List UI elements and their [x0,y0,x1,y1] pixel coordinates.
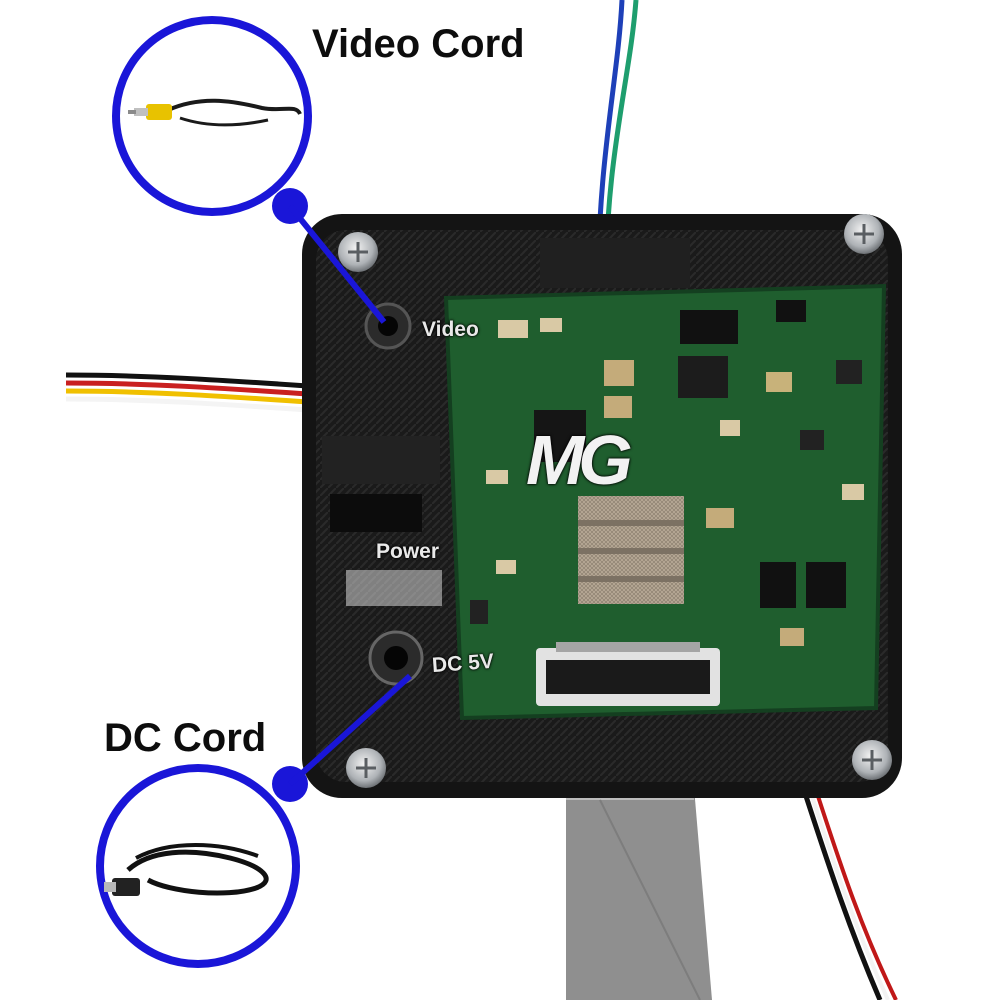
pcb-logo: MG [526,421,633,499]
case-screws [338,214,892,788]
video-port-label: Video [422,318,479,341]
dc-port-label: DC 5V [431,649,495,678]
dc-port [368,630,424,686]
pcb-board [443,283,887,721]
bottom-right-wires [801,789,898,1000]
video-cord-picture [128,98,302,127]
screw-top-left [338,232,378,272]
power-label: Power [376,540,440,563]
dc-cord-picture [104,843,269,896]
screw-bottom-right [852,740,892,780]
screw-bottom-left [346,748,386,788]
dc-cord-callout [96,673,413,968]
screw-top-right [844,214,884,254]
dc-cord-label: DC Cord [104,716,267,760]
video-cord-label: Video Cord [312,22,525,66]
video-cord-callout [112,16,387,324]
